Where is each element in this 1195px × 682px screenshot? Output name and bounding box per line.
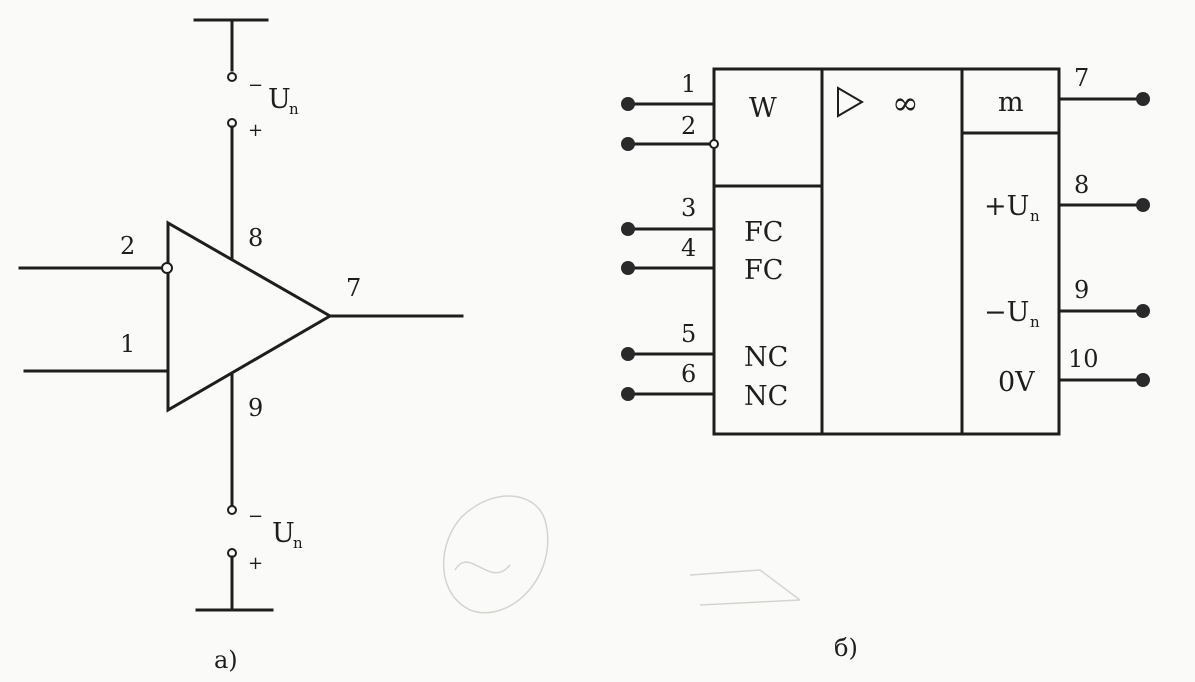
pin-5-dot (621, 347, 635, 361)
caption-b: б) (834, 634, 858, 662)
label-w: W (749, 93, 777, 124)
amplifier-triangle-icon (837, 86, 864, 118)
top-supply-subscript: n (289, 100, 299, 118)
top-minus-sign: − (248, 75, 263, 96)
pin-10-dot (1136, 373, 1150, 387)
pin-4-dot (621, 261, 635, 275)
label-zero-v: 0V (998, 367, 1035, 398)
bottom-minus-sign: − (248, 506, 263, 527)
label-fc-1: FC (744, 217, 783, 248)
pin-number-6: 6 (681, 360, 696, 388)
inverting-input-circle (161, 262, 173, 274)
pin-1-dot (621, 97, 635, 111)
pin-number-5: 5 (681, 320, 696, 348)
pin-label-7: 7 (346, 274, 361, 302)
label-fc-2: FC (744, 255, 783, 286)
pin-number-9: 9 (1074, 276, 1089, 304)
label-minus-u-subscript: n (1030, 313, 1040, 331)
pin-label-1: 1 (120, 330, 135, 358)
infinity-gain-symbol: ∞ (892, 84, 919, 122)
pin-label-2: 2 (120, 232, 135, 260)
bottom-terminal-minus (227, 505, 237, 515)
pin-label-8: 8 (248, 224, 263, 252)
pin-number-2: 2 (681, 112, 696, 140)
label-nc-1: NC (744, 342, 788, 373)
block-outline (712, 67, 1061, 436)
pin-8-dot (1136, 198, 1150, 212)
pin-label-9: 9 (248, 394, 263, 422)
pin-number-1: 1 (681, 70, 696, 98)
pin-number-4: 4 (681, 234, 696, 262)
label-nc-2: NC (744, 381, 788, 412)
pin-2-inversion-circle (709, 139, 719, 149)
label-plus-u: +U (984, 191, 1029, 222)
figure-b: 1 2 3 4 5 6 W FC FC NC NC ∞ 7 8 9 10 m +… (621, 64, 1150, 662)
pin-number-3: 3 (681, 194, 696, 222)
opamp-triangle (166, 220, 334, 413)
bottom-plus-sign: + (248, 553, 263, 574)
top-terminal-minus (227, 72, 237, 82)
pin-number-10: 10 (1068, 345, 1099, 373)
top-plus-sign: + (248, 120, 263, 141)
label-plus-u-subscript: n (1030, 207, 1040, 225)
pin-9-dot (1136, 304, 1150, 318)
label-m: m (998, 87, 1024, 118)
bottom-supply-label: U (272, 518, 295, 549)
pencil-scribble (443, 495, 801, 614)
figure-a: − U n + 2 1 7 8 9 − U n + а) (18, 18, 464, 674)
label-minus-u: −U (984, 297, 1029, 328)
pin-6-dot (621, 387, 635, 401)
pin-number-8: 8 (1074, 171, 1089, 199)
caption-a: а) (214, 646, 238, 674)
pin-2-dot (621, 137, 635, 151)
pin-3-dot (621, 222, 635, 236)
pin-number-7: 7 (1074, 64, 1089, 92)
bottom-supply-subscript: n (293, 534, 303, 552)
top-supply-label: U (268, 84, 291, 115)
pin-7-dot (1136, 92, 1150, 106)
